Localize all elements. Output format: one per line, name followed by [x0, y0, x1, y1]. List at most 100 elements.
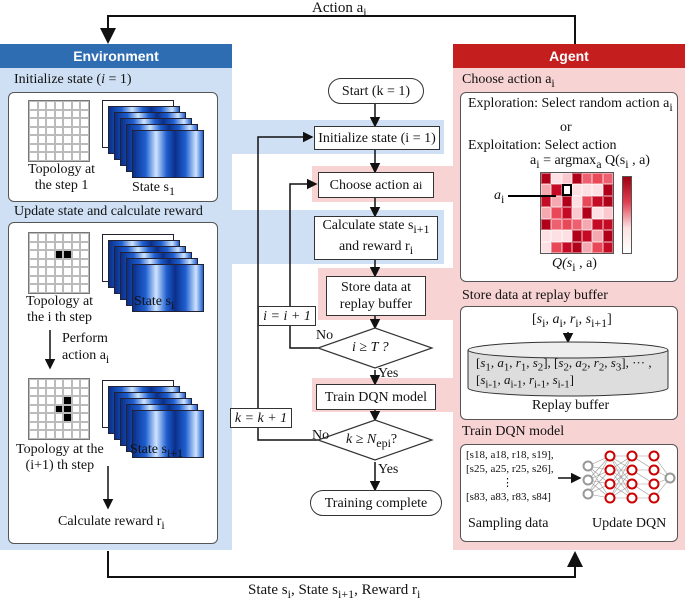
topology-grid-step-i1: [28, 378, 90, 440]
heatmap-cell: [571, 184, 583, 196]
sampling-data-label: Sampling data: [468, 516, 549, 531]
topology-grid-step-i: [28, 232, 90, 294]
or-text: or: [560, 120, 572, 135]
env-init-title: Initialize state (i = 1): [14, 72, 132, 87]
top-action-label: Action ai: [312, 0, 367, 19]
state-s1-label: State s1: [132, 180, 175, 198]
argmax-text: ai = argmaxa Q(si , a): [530, 153, 650, 171]
training-complete-node: Training complete: [310, 490, 442, 516]
heatmap-cell: [602, 184, 613, 196]
heatmap-cell: [551, 241, 562, 253]
heatmap-cell: [582, 195, 593, 208]
exploitation-text: Exploitation: Select action: [468, 138, 617, 153]
heatmap-cell: [592, 230, 603, 242]
agent-choose-title: Choose action ai: [462, 72, 555, 90]
heatmap-cell: [602, 230, 613, 242]
heatmap-cell: [551, 173, 562, 185]
ai-label: ai: [494, 188, 505, 206]
replay-line-1: [s1, a1, r1, s2], [s2, a2, r2, s3], ··· …: [476, 355, 652, 374]
heatmap-cell: [571, 241, 583, 253]
heatmap-cell: [571, 207, 583, 219]
q-heatmap: [540, 172, 614, 254]
replay-tuple: [si, ai, ri, si+1]: [532, 312, 612, 330]
heatmap-cell: [592, 207, 603, 219]
heatmap-cell: [602, 218, 613, 231]
env-arrows: [44, 330, 114, 510]
heatmap-cell: [561, 173, 572, 185]
heatmap-cell: [541, 173, 552, 185]
env-update-title: Update state and calculate reward: [14, 204, 203, 219]
loop-k-label: k = k + 1: [230, 408, 292, 428]
heatmap-cell: [592, 218, 603, 231]
agent-store-title: Store data at replay buffer: [462, 288, 608, 303]
agent-header: Agent: [453, 44, 685, 68]
heatmap-cell: [592, 184, 603, 196]
replay-line-2: [si-1, ai-1, ri-1, si-1]: [476, 372, 574, 391]
topology-grid-step1: [28, 100, 90, 162]
perform-action-label: Perform action ai: [62, 331, 110, 366]
heatmap-cell: [551, 207, 562, 219]
dqn-network-icon: [582, 450, 676, 504]
replay-buffer-cylinder: [467, 332, 669, 397]
start-node: Start (k = 1): [328, 78, 424, 104]
heatmap-cell: [582, 173, 593, 185]
train-dqn-node: Train DQN model: [316, 384, 436, 410]
init-state-node: Initialize state (i = 1): [314, 126, 440, 150]
calc-reward-label: Calculate reward ri: [58, 514, 165, 532]
heatmap-cell: [602, 207, 613, 219]
heatmap-cell: [582, 184, 593, 196]
agent-train-title: Train DQN model: [462, 424, 565, 439]
heatmap-cell: [541, 218, 552, 231]
decision-k-text: k ≥ Nepi?: [346, 432, 398, 450]
sample-to-dqn-arrow: [558, 472, 582, 484]
state-si1-label: State si+1: [130, 442, 184, 460]
heatmap-cell: [571, 218, 583, 231]
ai-pointer: [508, 195, 556, 197]
heatmap-cell: [602, 173, 613, 185]
no-label-2: No: [312, 428, 330, 443]
heatmap-cell: [592, 195, 603, 208]
heatmap-cell: [571, 173, 583, 185]
heatmap-cell: [561, 218, 572, 231]
heatmap-cell: [541, 241, 552, 253]
heatmap-cell: [561, 230, 572, 242]
heatmap-cell: [561, 195, 572, 208]
heatmap-cell: [571, 230, 583, 242]
heatmap-cell: [582, 218, 593, 231]
heatmap-cell: [571, 195, 583, 208]
calc-state-node: Calculate state si+1 and reward ri: [314, 216, 438, 260]
heatmap-cell: [582, 230, 593, 242]
yes-label-2: Yes: [378, 462, 399, 477]
heatmap-cell: [551, 195, 562, 208]
heatmap-cell: [582, 207, 593, 219]
topology-step-i1-label: Topology at the(i+1) th step: [16, 442, 104, 473]
loop-i-label: i = i + 1: [258, 306, 316, 326]
state-si-label: State si: [134, 294, 175, 312]
update-dqn-label: Update DQN: [592, 516, 667, 531]
yes-label-1: Yes: [378, 366, 399, 381]
heatmap-cell: [561, 241, 572, 253]
heatmap-cell: [551, 184, 562, 196]
decision-i-text: i ≥ T ?: [352, 340, 389, 355]
heatmap-cell: [592, 241, 603, 253]
heatmap-cell: [602, 241, 613, 253]
heatmap-cell: [551, 230, 562, 242]
q-label: Q(si , a): [552, 256, 597, 274]
sample-list: [s18, a18, r18, s19], [s25, a25, r25, s2…: [466, 449, 554, 503]
bottom-state-label: State si, State si+1, Reward ri: [248, 582, 421, 601]
heatmap-cell: [551, 218, 562, 231]
heatmap-cell: [541, 230, 552, 242]
heatmap-cell: [592, 173, 603, 185]
exploration-text: Exploration: Select random action ai: [468, 96, 673, 114]
heatmap-cell: [582, 241, 593, 253]
heatmap-cell: [541, 207, 552, 219]
agent-train-box: [460, 444, 678, 542]
no-label-1: No: [316, 328, 334, 343]
environment-header: Environment: [0, 44, 232, 68]
